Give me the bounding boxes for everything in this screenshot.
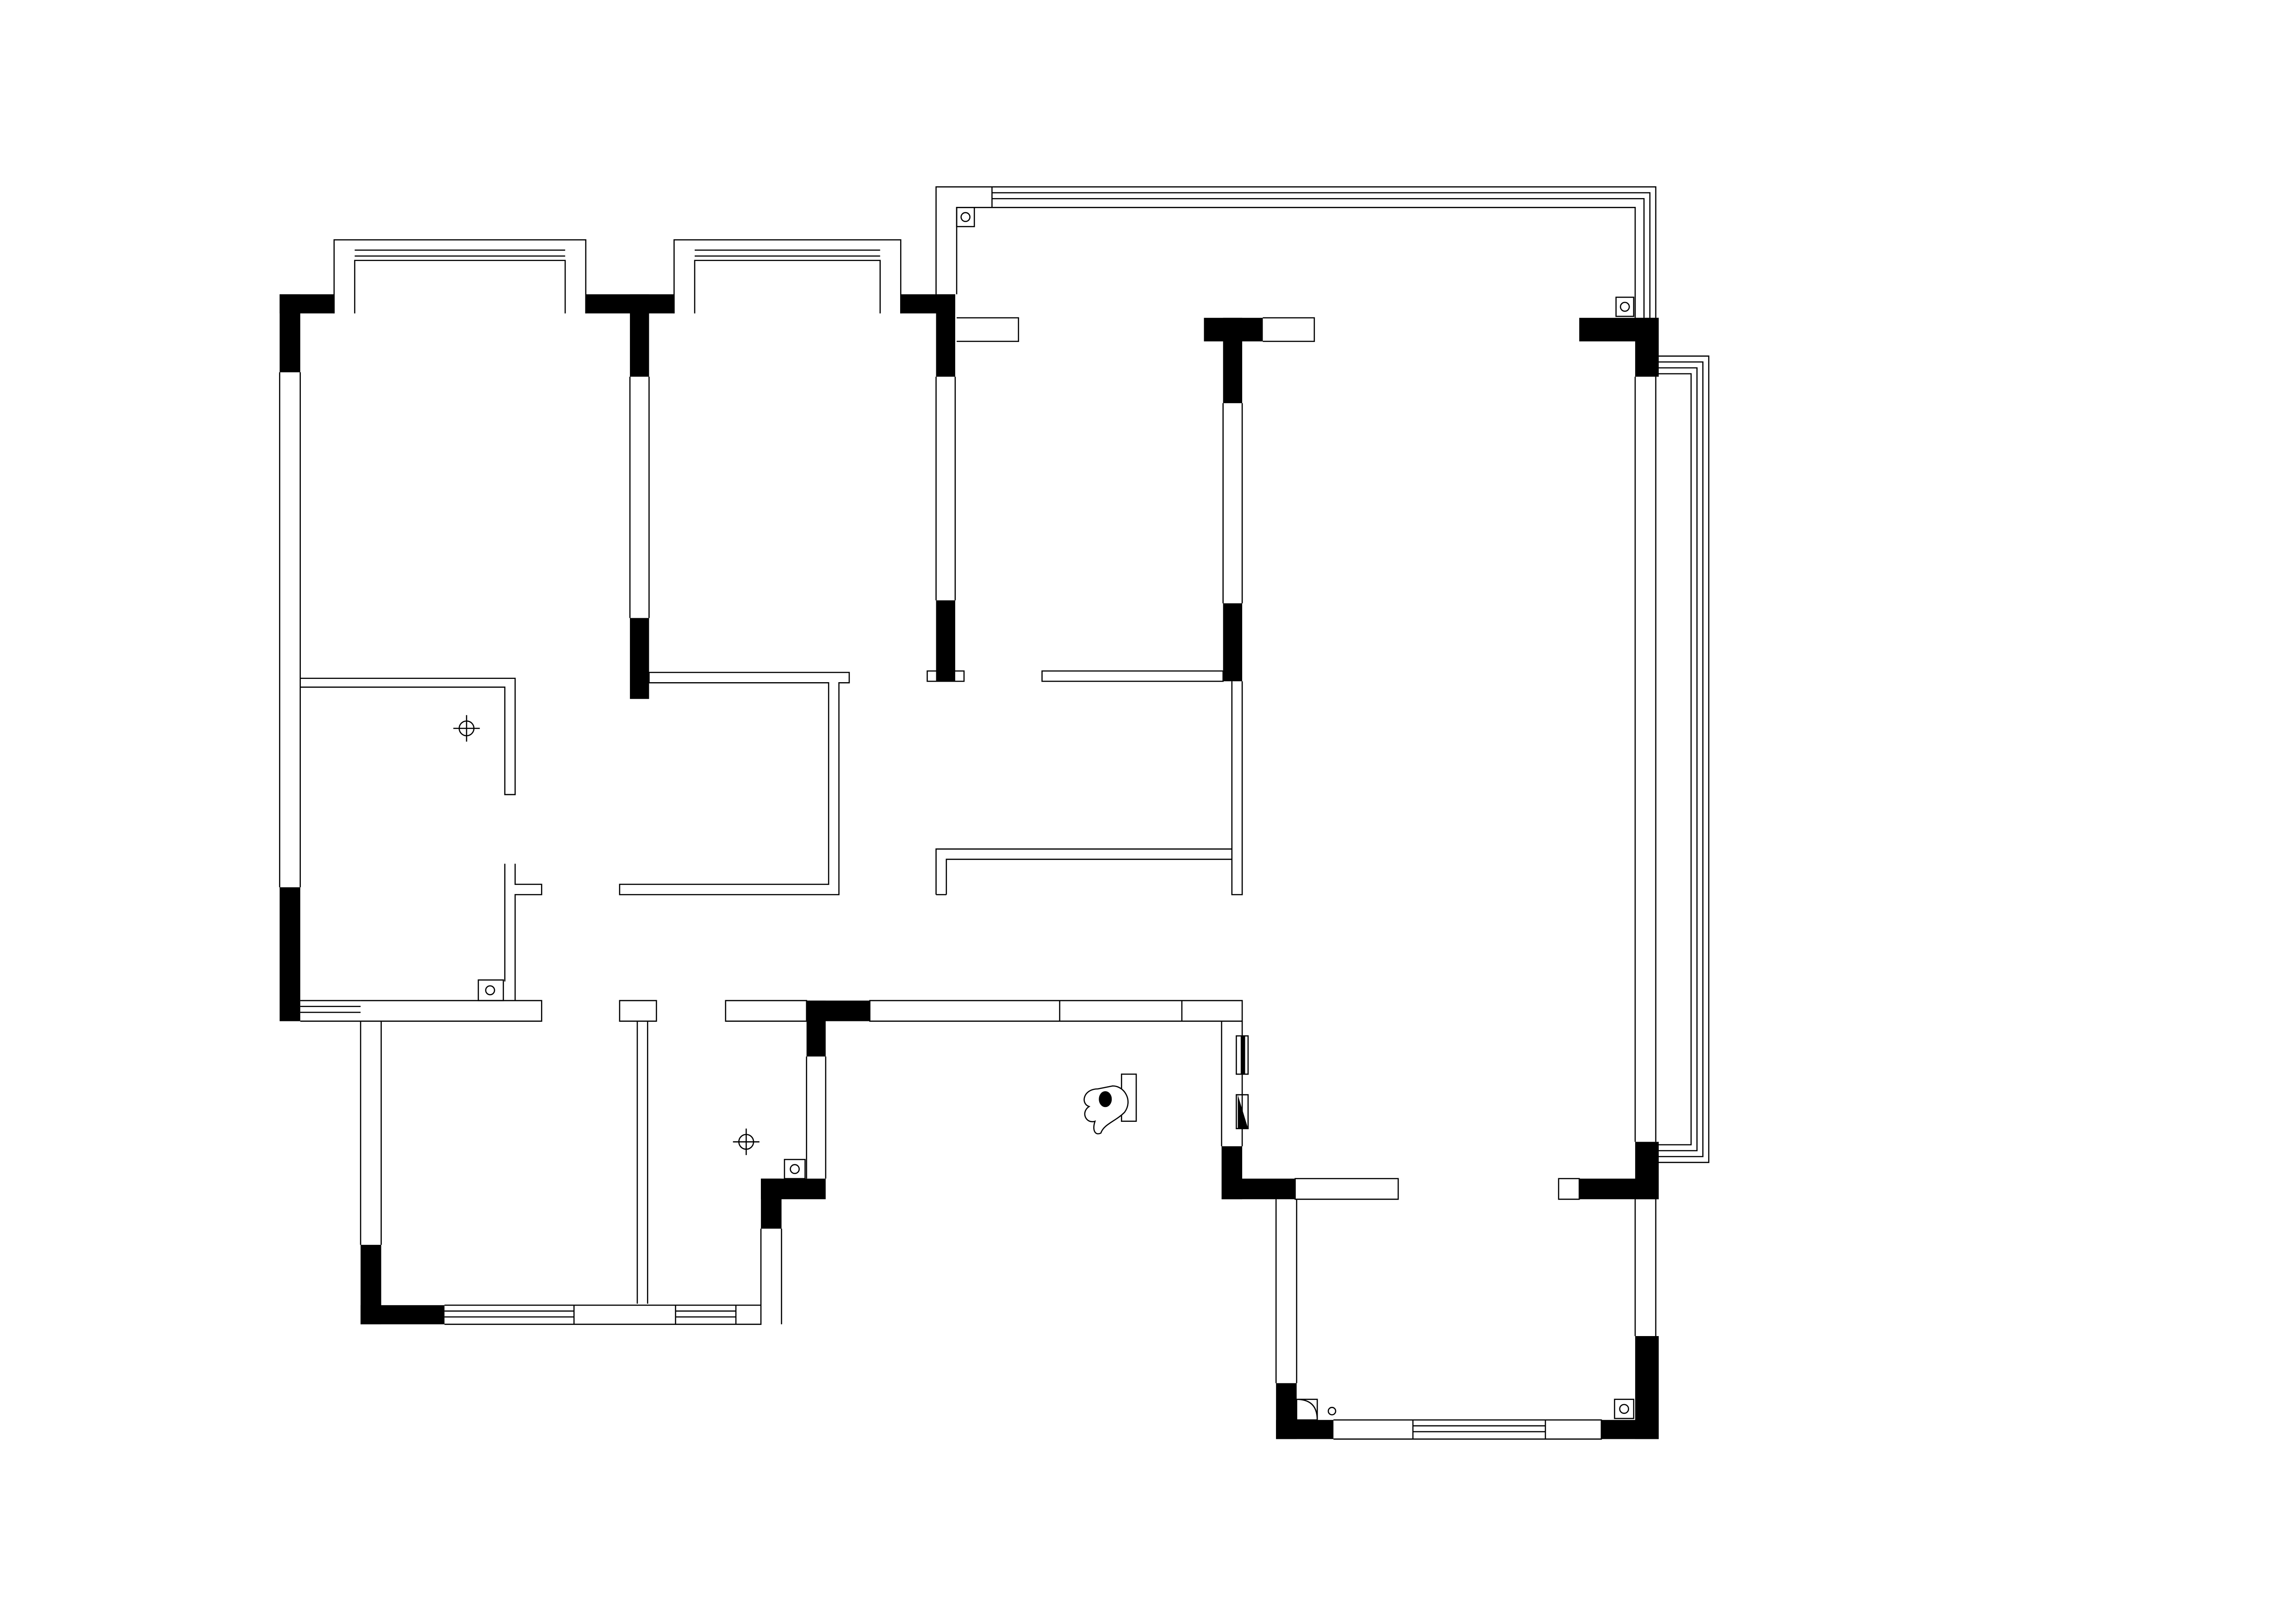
column-f <box>1223 603 1243 682</box>
east-wall <box>1634 376 1656 1142</box>
column-b-v <box>936 294 955 377</box>
corridor-wall <box>1041 670 1224 682</box>
bath-wall <box>300 678 516 796</box>
door-jamb <box>619 1000 657 1022</box>
pipe-symbols <box>478 207 1635 1421</box>
column-d <box>630 618 649 699</box>
structural-walls <box>280 294 1659 1439</box>
column-ne-v <box>1635 317 1659 377</box>
column-se-h <box>1601 1420 1659 1439</box>
bay-window-south <box>1333 1419 1602 1440</box>
lounge-stub-left <box>1294 1178 1399 1200</box>
partition-b <box>935 376 956 601</box>
ceiling-light-icon <box>453 715 480 742</box>
column-sw-h <box>361 1305 445 1325</box>
column-s-h <box>1276 1420 1334 1439</box>
column-h-v <box>761 1178 782 1229</box>
bay-window-middle <box>673 239 902 314</box>
kitchen-counter <box>935 848 1232 895</box>
ceiling-lights <box>453 715 759 1155</box>
door-wedge <box>1238 1094 1248 1129</box>
column-nw-v <box>280 294 300 373</box>
floor-drain-icon <box>1296 1399 1337 1421</box>
balcony-east <box>1659 355 1710 1163</box>
bath-lower-window <box>675 1228 782 1325</box>
kitchen-partition <box>1231 681 1243 895</box>
lounge-stub-right <box>1558 1178 1580 1200</box>
column-w <box>280 887 300 1021</box>
closet-wall <box>619 672 850 895</box>
pipe-column-icon <box>956 207 975 227</box>
west-wall <box>279 372 301 888</box>
partition-c <box>1222 403 1243 603</box>
column-i-h <box>1221 1178 1295 1200</box>
wall-stub-right <box>1263 317 1315 342</box>
door-panel <box>1240 1036 1245 1075</box>
lower-wall-mid <box>725 1000 807 1022</box>
bay-window-left <box>333 239 586 314</box>
column-e <box>936 600 955 682</box>
bath-lower-walls <box>806 1056 827 1179</box>
kitchen-top-wall <box>869 1000 1243 1022</box>
ceiling-light-icon <box>733 1128 759 1155</box>
partition-a <box>629 376 650 618</box>
wall-stub-top <box>957 317 1019 342</box>
pipe-column-icon <box>1614 1399 1635 1419</box>
column-a-v <box>630 294 649 377</box>
column-g-v <box>806 1001 826 1057</box>
plan-outlines <box>279 186 1710 1440</box>
pipe-column-icon <box>1615 296 1635 317</box>
bedroom-sw-window <box>444 1304 676 1325</box>
balcony-north <box>935 186 1656 318</box>
lower-wall-left <box>361 1000 542 1022</box>
bath-wall-lower <box>504 864 542 1001</box>
pipe-column-icon <box>784 1159 806 1180</box>
lower-window-left <box>300 1000 361 1022</box>
column-c-v <box>1223 317 1243 404</box>
bay-walls <box>1275 1199 1656 1383</box>
pipe-column-icon <box>478 979 504 1001</box>
column-j-v <box>1635 1142 1659 1200</box>
bedroom-sw-walls <box>360 1021 648 1304</box>
fixture-icon <box>1083 1073 1137 1135</box>
